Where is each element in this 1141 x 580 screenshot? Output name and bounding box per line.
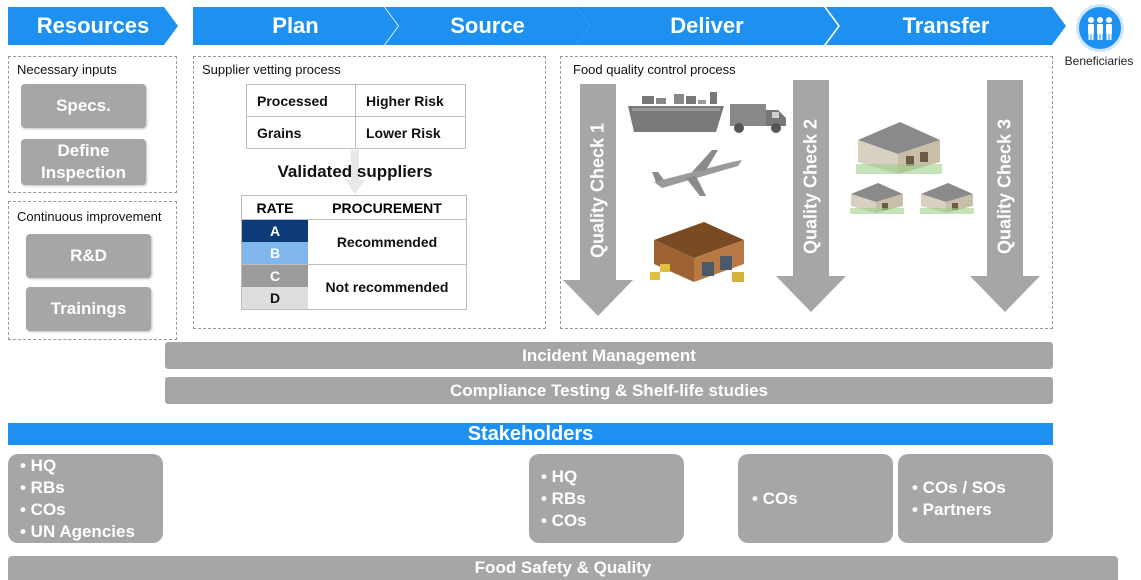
compliance-testing-bar: Compliance Testing & Shelf-life studies [165,377,1053,404]
trainings-box: Trainings [26,287,151,331]
quality-check-3-label: Quality Check 3 [994,118,1015,255]
list-item: • COs [20,499,66,519]
food-quality-panel [560,56,1053,329]
rate-b: B [242,242,308,264]
list-item: • COs / SOs [912,477,1006,497]
rnd-box: R&D [26,234,151,278]
table-row: Grains Lower Risk [246,116,466,149]
down-arrow-icon [345,150,365,194]
list-item: • HQ [20,455,57,475]
supplier-vetting-title: Supplier vetting process [202,62,341,77]
list-item: • COs [752,488,798,508]
ship-icon [628,92,724,132]
rate-c: C [242,265,308,287]
risk-cell: Grains [246,116,356,149]
quality-check-1-arrow [563,84,633,316]
quality-check-2-label: Quality Check 2 [800,118,821,255]
stakeholders-box-source: • HQ • RBs • COs [529,454,684,543]
food-safety-quality-bar: Food Safety & Quality [8,556,1118,580]
beneficiaries-label: Beneficiaries [1064,54,1134,68]
phase-resources: Resources [8,7,178,45]
table-row: C D Not recommended [242,265,466,309]
continuous-improvement-title: Continuous improvement [17,209,162,224]
not-recommended-label: Not recommended [325,279,449,295]
incident-management-bar: Incident Management [165,342,1053,369]
phase-transfer: Transfer [826,7,1066,45]
warehouse-icon [856,122,942,174]
risk-table: Processed Higher Risk Grains Lower Risk [246,84,466,149]
stakeholders-header: Stakeholders [8,423,1053,445]
validated-suppliers-label: Validated suppliers [277,162,433,181]
specs-box: Specs. [21,84,146,128]
phase-deliver: Deliver [576,7,838,45]
list-item: • RBs [20,477,65,497]
quality-check-1-label: Quality Check 1 [587,122,608,259]
list-item: • UN Agencies [20,521,135,541]
risk-cell: Lower Risk [355,116,466,149]
warehouse-icon [650,222,744,282]
define-inspection-box: Define Inspection [21,139,146,185]
rate-a: A [242,220,308,242]
quality-check-2-arrow [776,80,846,312]
list-item: • Partners [912,499,992,519]
quality-check-3-arrow [970,80,1040,312]
truck-icon [730,104,786,133]
recommended-label: Recommended [336,234,438,250]
table-row: RATE PROCUREMENT [242,196,466,220]
risk-cell: Higher Risk [355,84,466,117]
rate-header: RATE [256,199,294,216]
list-item: • HQ [541,466,578,486]
stakeholders-box-deliver: • COs [738,454,893,543]
warehouse-icon [850,183,904,214]
necessary-inputs-panel [8,56,177,193]
necessary-inputs-title: Necessary inputs [17,62,117,77]
list-item: • RBs [541,488,586,508]
phase-source: Source [385,7,590,45]
airplane-icon [652,150,742,196]
table-row: Processed Higher Risk [246,84,466,117]
phase-plan: Plan [193,7,398,45]
procurement-header: PROCUREMENT [332,199,442,216]
stakeholders-box-transfer: • COs / SOs • Partners [898,454,1053,543]
rate-table: RATE PROCUREMENT A B Recommended C D Not… [241,195,467,310]
stakeholders-box-resources: • HQ • RBs • COs • UN Agencies [8,454,163,543]
supplier-vetting-panel [193,56,546,329]
list-item: • COs [541,510,587,530]
people-group-icon [1076,4,1124,52]
continuous-improvement-panel [8,201,177,340]
food-quality-title: Food quality control process [573,62,736,77]
table-row: A B Recommended [242,220,466,265]
risk-cell: Processed [246,84,356,117]
warehouse-icon [920,183,974,214]
rate-d: D [242,287,308,309]
